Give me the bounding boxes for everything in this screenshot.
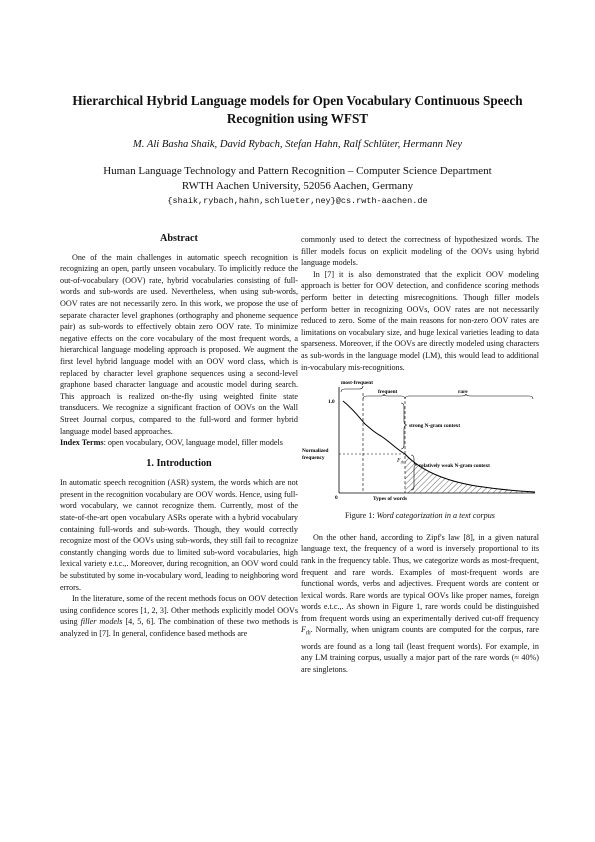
affiliation: Human Language Technology and Pattern Re… bbox=[40, 164, 555, 194]
frequent-bracket bbox=[362, 394, 406, 400]
strong-context-bracket bbox=[400, 402, 408, 450]
label-fth-symbol: F bbox=[396, 458, 401, 464]
label-fth: Fth bbox=[396, 458, 404, 465]
intro-p2-end: [4, 5, 6]. The combination of these two … bbox=[60, 617, 298, 638]
abstract-text: One of the main challenges in automatic … bbox=[60, 252, 298, 436]
intro-p2-emphasis: filler models bbox=[80, 617, 123, 627]
most-frequent-bracket bbox=[340, 386, 364, 393]
index-terms: Index Terms: open vocabulary, OOV, langu… bbox=[60, 437, 298, 449]
label-ylabel-2: frequency bbox=[302, 455, 325, 461]
author-list: M. Ali Basha Shaik, David Rybach, Stefan… bbox=[132, 139, 463, 150]
word-category-diagram: most-frequent frequent rare 1.0 Normaliz… bbox=[302, 380, 536, 502]
label-frequent: frequent bbox=[378, 389, 398, 395]
label-xlabel: Types of words bbox=[373, 496, 407, 502]
label-most-frequent: most-frequent bbox=[341, 380, 373, 386]
label-ylabel-1: Normalized bbox=[302, 448, 329, 454]
figure-1: most-frequent frequent rare 1.0 Normaliz… bbox=[301, 379, 539, 504]
affiliation-line-1: Human Language Technology and Pattern Re… bbox=[103, 165, 492, 177]
label-one: 1.0 bbox=[328, 399, 335, 405]
label-strong-context: strong N-gram context bbox=[409, 423, 460, 429]
left-column: Abstract One of the main challenges in a… bbox=[60, 232, 298, 640]
intro-paragraph-1: In automatic speech recognition (ASR) sy… bbox=[60, 478, 298, 592]
label-rare: rare bbox=[458, 389, 468, 395]
label-weak-context: relatively weak N-gram context bbox=[419, 463, 490, 469]
intro-p2-start: In the literature, some of the recent me… bbox=[60, 594, 298, 627]
threshold-symbol: Fth bbox=[301, 625, 311, 638]
right-paragraph-3: On the other hand, according to Zipf's l… bbox=[301, 532, 539, 676]
right-column: commonly used to detect the correctness … bbox=[301, 234, 539, 675]
right-paragraph-1: commonly used to detect the correctness … bbox=[301, 235, 539, 268]
right-p3-end: . Normally, when unigram counts are comp… bbox=[301, 625, 539, 674]
figure-caption-text: Word categorization in a text corpus bbox=[376, 511, 495, 521]
right-paragraph-2: In [7] it is also demonstrated that the … bbox=[301, 269, 539, 372]
figure-caption-label: Figure 1: bbox=[345, 511, 377, 521]
rare-words-area bbox=[405, 454, 535, 494]
intro-heading: 1. Introduction bbox=[146, 457, 212, 469]
weak-context-bracket bbox=[410, 454, 418, 491]
label-zero: 0 bbox=[335, 495, 338, 501]
threshold-symbol-sub: th bbox=[305, 631, 311, 638]
threshold-symbol-main: F bbox=[301, 625, 306, 635]
abstract-heading: Abstract bbox=[160, 233, 198, 244]
author-emails: {shaik,rybach,hahn,schlueter,ney}@cs.rwt… bbox=[167, 196, 428, 206]
figure-caption: Figure 1: Word categorization in a text … bbox=[301, 510, 539, 522]
index-terms-label: Index Terms bbox=[60, 438, 104, 448]
intro-paragraph-2: In the literature, some of the recent me… bbox=[60, 593, 298, 639]
frequency-curve bbox=[342, 400, 536, 493]
index-terms-text: : open vocabulary, OOV, language model, … bbox=[103, 438, 283, 448]
right-p3-start: On the other hand, according to Zipf's l… bbox=[301, 532, 539, 623]
label-fth-subscript: th bbox=[401, 460, 404, 465]
affiliation-line-2: RWTH Aachen University, 52056 Aachen, Ge… bbox=[181, 180, 414, 192]
rare-bracket bbox=[404, 394, 534, 400]
paper-title: Hierarchical Hybrid Language models for … bbox=[72, 93, 523, 126]
